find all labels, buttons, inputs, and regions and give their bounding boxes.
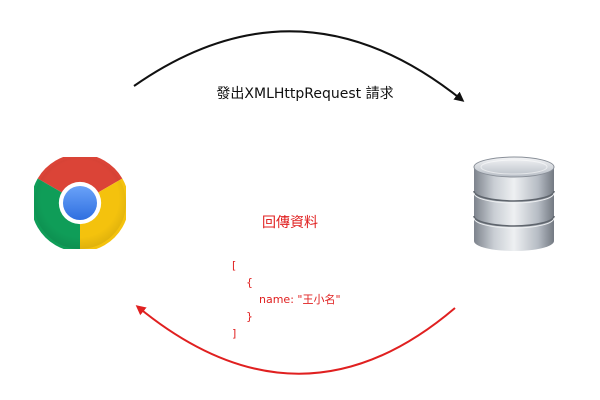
request-label: 發出XMLHttpRequest 請求 [216,86,394,102]
json-line-open-brace: { [246,276,253,289]
json-line-name-field: name: "王小名" [259,293,341,306]
json-response-snippet: [ { name: "王小名" } ] [232,257,341,342]
json-line-close-brace: } [246,310,253,323]
request-arrow [133,30,465,102]
response-arrow [135,305,456,375]
json-line-close-bracket: ] [232,327,237,340]
chrome-browser-icon [34,157,126,249]
database-server-icon [473,156,555,251]
json-line-open-bracket: [ [232,259,237,272]
response-label: 回傳資料 [262,215,318,231]
